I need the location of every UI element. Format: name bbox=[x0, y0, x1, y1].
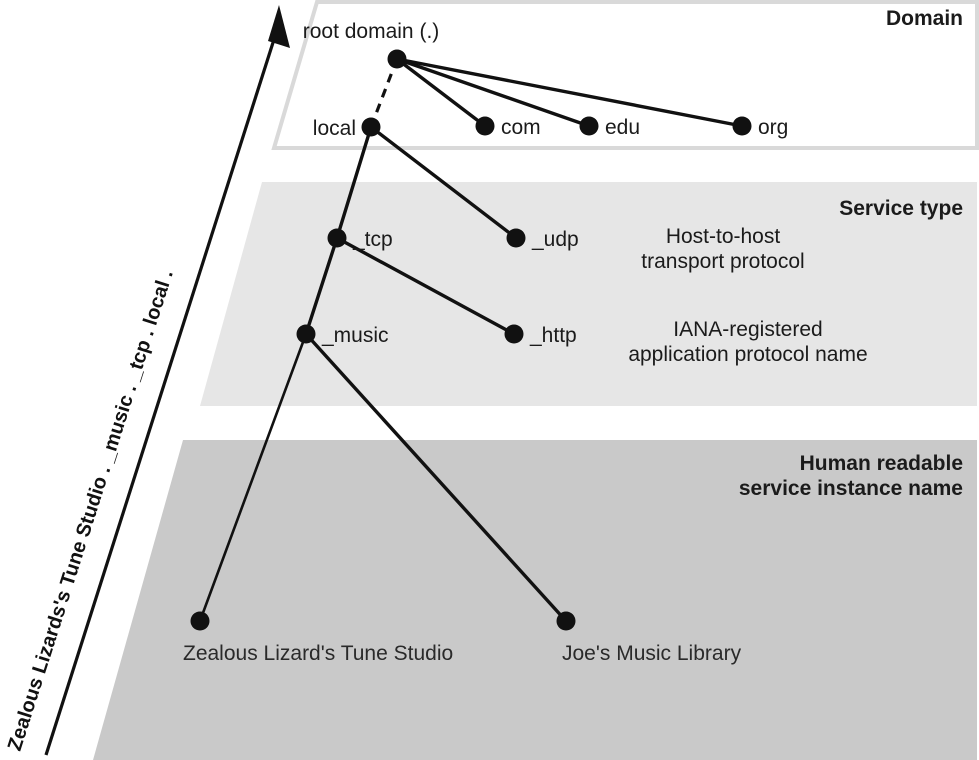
node-udp[interactable] bbox=[506, 228, 526, 248]
node-label-tcp: _tcp bbox=[352, 228, 393, 251]
band-domain bbox=[271, 0, 979, 150]
edge-tcp-http bbox=[335, 236, 516, 336]
band-instance bbox=[93, 440, 977, 760]
band-instance-shape bbox=[93, 440, 977, 760]
band-title-domain: Domain bbox=[886, 7, 963, 30]
node-music[interactable] bbox=[296, 324, 316, 344]
edge-tcp-music bbox=[304, 236, 339, 336]
node-label-root: root domain (.) bbox=[303, 20, 440, 43]
band-title-instance-line1: Human readable bbox=[800, 452, 963, 475]
edge-local-udp bbox=[369, 125, 518, 240]
node-label-music: _music bbox=[321, 324, 389, 347]
node-local[interactable] bbox=[361, 117, 381, 137]
node-label-zealous-lizards-tune-studio: Zealous Lizard's Tune Studio bbox=[183, 642, 453, 665]
band-title-instance-line2: service instance name bbox=[739, 477, 963, 500]
node-tcp[interactable] bbox=[327, 228, 347, 248]
note-application-line2: application protocol name bbox=[628, 343, 867, 366]
node-joes-music-library[interactable] bbox=[556, 611, 576, 631]
edge-root-org bbox=[395, 57, 744, 128]
edge-root-com bbox=[395, 57, 487, 128]
band-service-type-shape bbox=[200, 182, 977, 406]
band-title-service-type: Service type bbox=[839, 197, 963, 220]
edge-root-local bbox=[369, 58, 399, 128]
note-application-line1: IANA-registered bbox=[673, 318, 822, 341]
arrow-up-icon bbox=[268, 5, 290, 48]
node-label-local: local bbox=[313, 117, 356, 140]
band-service-type bbox=[200, 182, 977, 406]
edge-local-tcp bbox=[335, 125, 373, 240]
axis-shaft bbox=[44, 29, 279, 756]
node-http[interactable] bbox=[504, 324, 524, 344]
node-org[interactable] bbox=[732, 116, 752, 136]
node-label-joes-music-library: Joe's Music Library bbox=[562, 642, 742, 665]
node-label-http: _http bbox=[529, 324, 577, 347]
node-edu[interactable] bbox=[579, 116, 599, 136]
node-label-udp: _udp bbox=[531, 228, 579, 251]
node-label-org: org bbox=[758, 116, 788, 139]
node-label-edu: edu bbox=[605, 116, 640, 139]
note-transport-line1: Host-to-host bbox=[666, 225, 781, 248]
note-transport-line2: transport protocol bbox=[641, 250, 804, 273]
edge-root-edu bbox=[395, 57, 591, 128]
edge-music-zealous bbox=[198, 332, 308, 623]
node-label-com: com bbox=[501, 116, 541, 139]
node-com[interactable] bbox=[475, 116, 495, 136]
node-zealous-lizards-tune-studio[interactable] bbox=[190, 611, 210, 631]
band-domain-shape bbox=[271, 0, 979, 150]
node-root[interactable] bbox=[387, 49, 407, 69]
edge-music-joes bbox=[304, 332, 568, 623]
